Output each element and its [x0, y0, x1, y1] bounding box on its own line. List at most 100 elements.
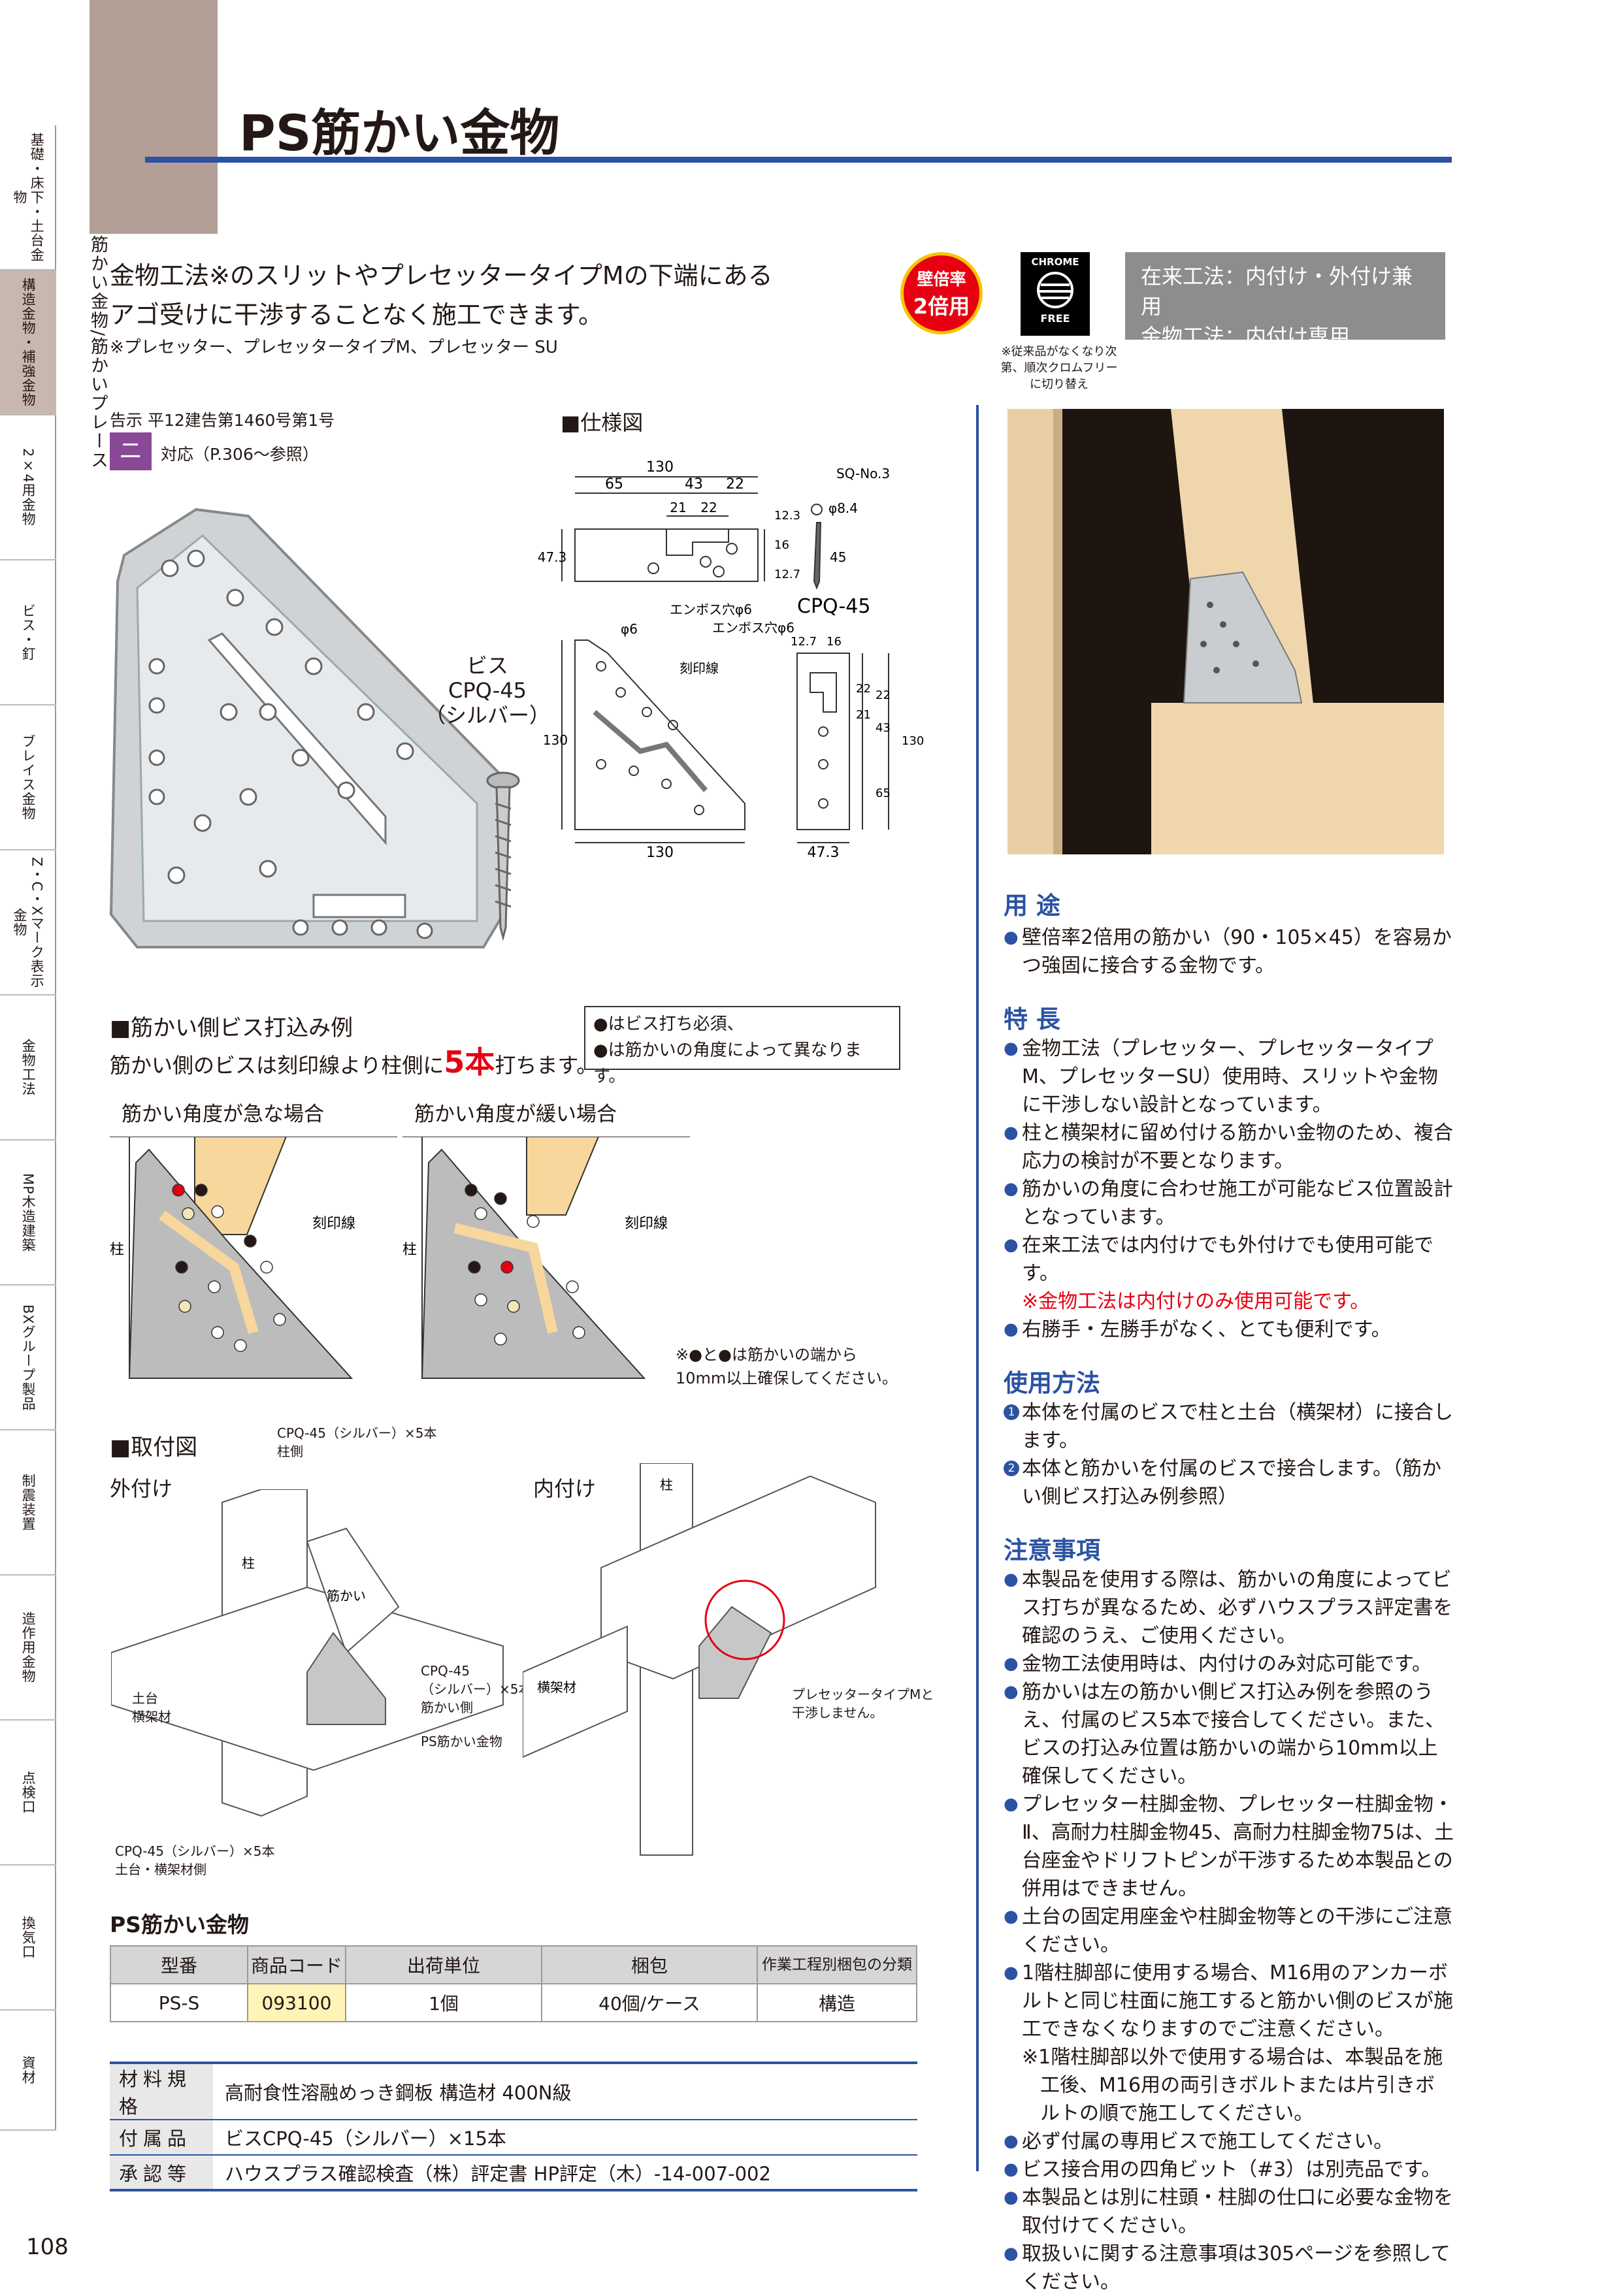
caution-item: 本製品を使用する際は、筋かいの角度によってビス打ちが異なるため、必ずハウスプラス…	[1004, 1566, 1454, 1650]
svg-text:43: 43	[685, 476, 703, 493]
side-tab[interactable]: 造作用金物	[0, 1576, 56, 1721]
outer-bottom-label: CPQ-45（シルバー）×5本 土台・横架材側	[115, 1842, 274, 1879]
side-tab[interactable]: 資材	[0, 2011, 56, 2131]
svg-text:刻印線: 刻印線	[625, 1216, 668, 1232]
free-text: FREE	[1040, 312, 1070, 325]
spec-row: PS-S 093100 1個 40個/ケース 構造	[110, 1983, 917, 2022]
th-pack: 梱包	[541, 1945, 758, 1984]
features-heading: 特 長	[1004, 1005, 1060, 1033]
outer-install-diagram: 柱 筋かい	[111, 1489, 504, 1817]
side-tab[interactable]: 制震装置	[0, 1431, 56, 1576]
svg-text:130: 130	[543, 732, 568, 748]
title-color-block	[90, 0, 218, 234]
side-tab[interactable]: 点検口	[0, 1721, 56, 1866]
badge-line-2: 2倍用	[913, 294, 970, 319]
screw-label-3: （シルバー）	[425, 703, 551, 728]
svg-text:エンボス穴φ6: エンボス穴φ6	[712, 620, 794, 636]
screw-example-heading: ■筋かい側ビス打込み例	[110, 1015, 353, 1041]
svg-text:柱: 柱	[660, 1477, 673, 1493]
column-divider	[976, 405, 979, 2171]
mat-key-3: 承認等	[110, 2155, 213, 2191]
svg-text:φ8.4: φ8.4	[828, 500, 858, 516]
feature-item: 柱と横架材に留め付ける筋かい金物のため、複合応力の検討が不要となります。	[1004, 1119, 1454, 1175]
beam-label: 横架材	[537, 1679, 576, 1695]
mat-key-1: 材料規格	[110, 2062, 213, 2120]
material-row: 材料規格高耐食性溶融めっき鋼板 構造材 400N級	[110, 2062, 917, 2120]
td-unit: 1個	[345, 1983, 542, 2022]
method-line-1: 在来工法：内付け・外付け兼用	[1141, 264, 1413, 319]
presetter-2: 干渉しません。	[792, 1705, 883, 1721]
side-tab[interactable]: 金物工法	[0, 995, 56, 1140]
screw-label: ビス CPQ-45 （シルバー）	[425, 653, 550, 728]
inner-label: 内付け	[533, 1476, 597, 1501]
svg-text:21: 21	[670, 500, 686, 515]
side-tab[interactable]: MP木造建築	[0, 1140, 56, 1285]
svg-text:21: 21	[856, 708, 871, 722]
sill-label: 土台 横架材	[132, 1689, 171, 1726]
cpq-brace-label: CPQ-45 （シルバー）×5本 筋かい側	[421, 1662, 531, 1717]
side-tab[interactable]: 2×4用金物	[0, 415, 56, 560]
presetter-1: プレセッタータイプMと	[792, 1687, 934, 1702]
outer-bot-2: 土台・横架材側	[115, 1862, 206, 1877]
feature-item: 筋かいの角度に合わせ施工が可能なビス位置設計となっています。	[1004, 1175, 1454, 1231]
caution-item: 筋かいは左の筋かい側ビス打込み例を参照のうえ、付属のビス5本で接合してください。…	[1004, 1678, 1454, 1790]
screw-icon	[486, 771, 520, 941]
side-tab[interactable]: ブレイス金物	[0, 705, 56, 850]
page-number: 108	[26, 2234, 69, 2260]
chrome-free-logo: CHROME FREE	[1021, 252, 1090, 336]
side-tab[interactable]: 換気口	[0, 1866, 56, 2011]
feature-item: 右勝手・左勝手がなく、とても便利です。	[1004, 1316, 1454, 1344]
svg-text:12.3: 12.3	[774, 509, 800, 523]
svg-text:65: 65	[876, 786, 891, 800]
cpq-3: 筋かい側	[421, 1700, 473, 1715]
step-1-icon: 1	[1004, 1404, 1019, 1420]
side-tab[interactable]: 構造金物・補強金物	[0, 270, 56, 415]
badge-line-1: 壁倍率	[917, 270, 966, 289]
legend-line-1: ●はビス打ち必須、	[593, 1014, 744, 1034]
steep-label: 筋かい角度が急な場合	[122, 1103, 324, 1126]
side-tab[interactable]: BXグループ製品	[0, 1285, 56, 1431]
caution-item: 1階柱脚部に使用する場合、M16用のアンカーボルトと同じ柱面に施工すると筋かい側…	[1004, 1959, 1454, 2043]
svg-text:22: 22	[726, 476, 744, 493]
step-2-icon: 2	[1004, 1461, 1019, 1476]
spec-heading: ■仕様図	[561, 410, 644, 435]
notice-text: 告示 平12建告第1460号第1号	[110, 411, 335, 430]
svg-text:柱: 柱	[110, 1242, 124, 1258]
svg-text:SQ-No.3: SQ-No.3	[836, 466, 890, 481]
td-category: 構造	[757, 1983, 917, 2022]
mat-val-3: ハウスプラス確認検査（株）評定書 HP評定（木）-14-007-002	[213, 2155, 917, 2191]
side-tab[interactable]: 基礎・床下・土台金物	[0, 125, 56, 270]
feature-item: 在来工法では内付けでも外付けでも使用可能です。	[1004, 1231, 1454, 1287]
intro-text: 金物工法※のスリットやプレセッタータイプMの下端にある アゴ受けに干渉することな…	[110, 256, 773, 361]
usage-heading: 用 途	[1004, 892, 1060, 920]
category-label: 筋かい金物/筋かいプレース	[88, 235, 108, 470]
howto-text-2: 本体と筋かいを付属のビスで接合します。（筋かい側ビス打込み例参照）	[1022, 1457, 1441, 1508]
feature-red-note: ※金物工法は内付けのみ使用可能です。	[1022, 1290, 1370, 1313]
svg-text:22: 22	[700, 500, 717, 515]
cautions-heading: 注意事項	[1004, 1536, 1100, 1564]
svg-text:130: 130	[646, 459, 674, 476]
th-model: 型番	[110, 1945, 248, 1984]
cpq-1: CPQ-45	[421, 1663, 470, 1679]
screw-note: ※●と●は筋かいの端から 10mm以上確保してください。	[676, 1343, 898, 1390]
th-unit: 出荷単位	[345, 1945, 542, 1984]
presetter-label: プレセッタータイプMと 干渉しません。	[792, 1685, 934, 1722]
gentle-label: 筋かい角度が緩い場合	[414, 1103, 617, 1126]
materials-table: 材料規格高耐食性溶融めっき鋼板 構造材 400N級 付属品ビスCPQ-45（シル…	[110, 2062, 917, 2191]
side-tab[interactable]: Z・C・Xマーク表示金物	[0, 850, 56, 995]
svg-text:16: 16	[774, 538, 789, 552]
caution-item: 土台の固定用座金や柱脚金物等との干渉にご注意ください。	[1004, 1903, 1454, 1959]
svg-text:12.7: 12.7	[774, 568, 800, 581]
side-tab[interactable]: ビス・釘	[0, 560, 56, 705]
spec-drawing: 130 65 43 22 21 22 47.3 12.3 16 12.7 エンボ…	[538, 459, 925, 861]
sill-1: 土台	[132, 1690, 158, 1706]
svg-text:43: 43	[876, 721, 891, 735]
screw-label-1: ビス	[467, 653, 509, 678]
page-title: PS筋かい金物	[239, 104, 560, 162]
howto-text-1: 本体を付属のビスで柱と土台（横架材）に接合します。	[1022, 1401, 1453, 1452]
method-box: 在来工法：内付け・外付け兼用 金物工法：内付け専用	[1125, 252, 1445, 349]
spec-header-row: 型番 商品コード 出荷単位 梱包 作業工程別梱包の分類	[110, 1945, 917, 1984]
inner-install-diagram: 柱 横架材	[523, 1463, 876, 1856]
globe-icon	[1037, 272, 1073, 308]
